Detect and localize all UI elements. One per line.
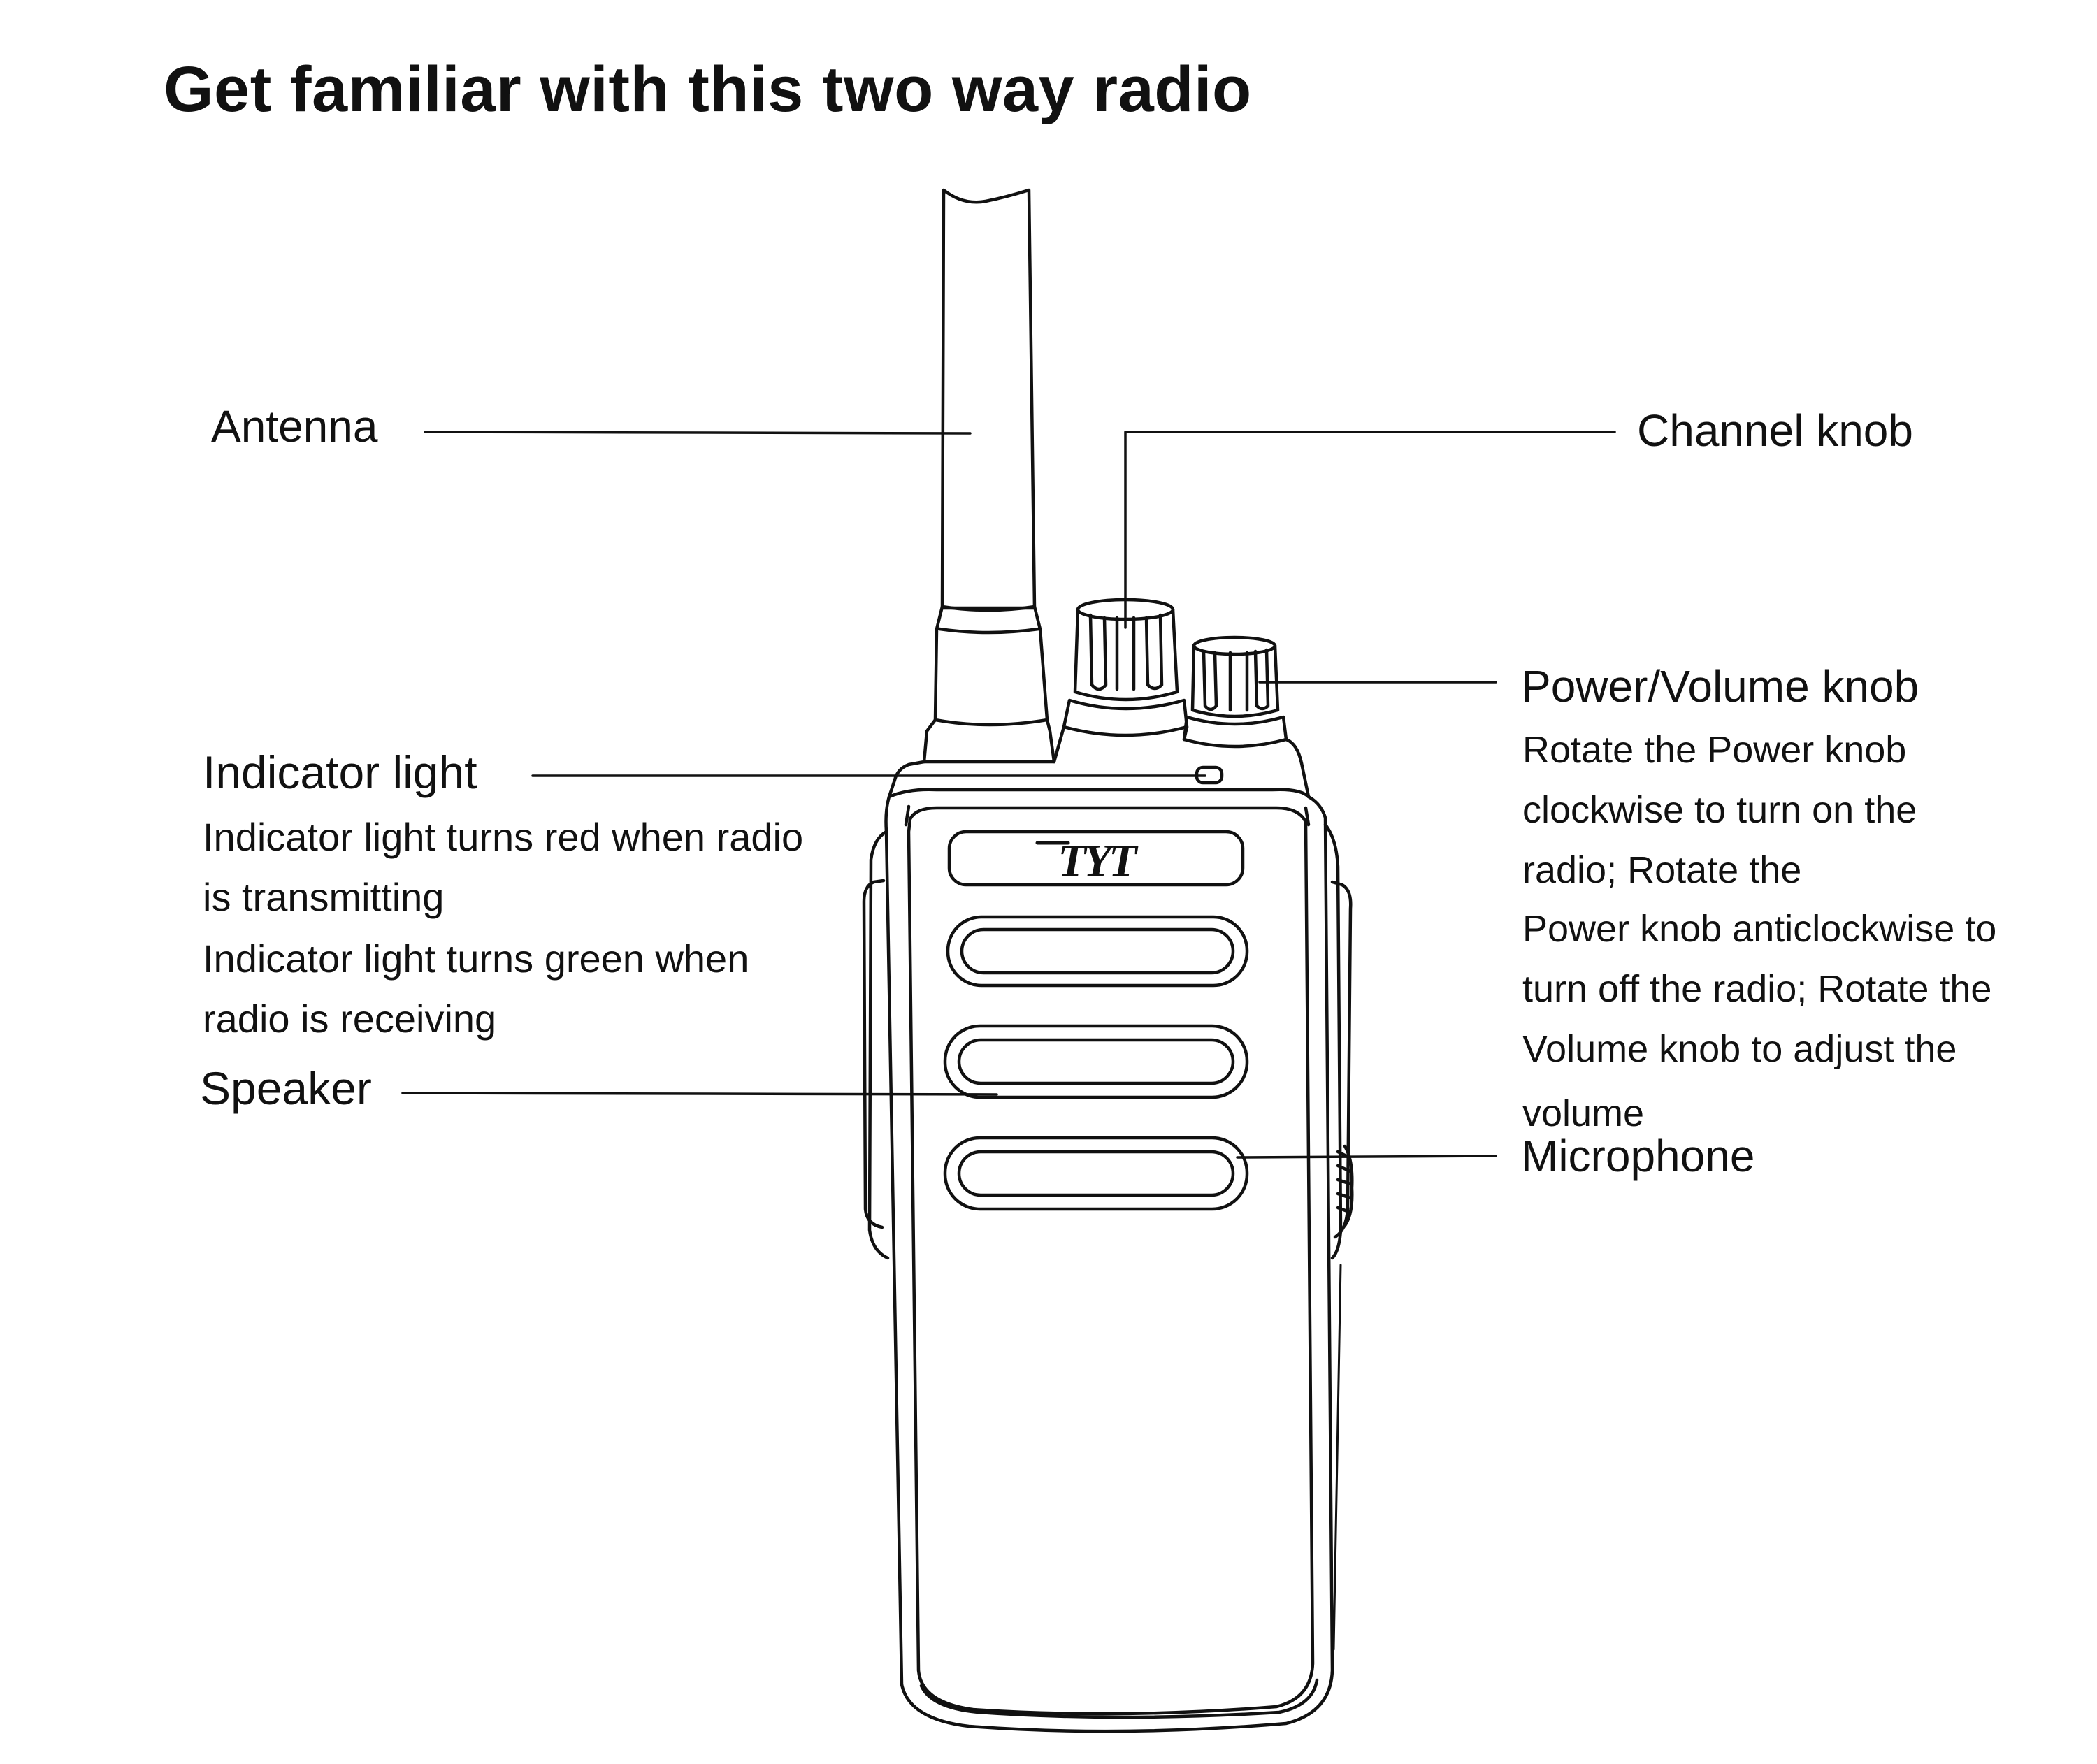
logo-plate: TYT [947,830,1245,887]
channel-knob-leader [1124,431,1616,629]
radio-top [887,725,1311,799]
antenna-base [922,718,1056,764]
indicator-light-desc-line: is transmitting [203,875,445,919]
power-volume-knob-label: Power/Volume knob [1521,661,1919,711]
power-volume-desc-line: clockwise to turn on the [1522,789,1917,831]
power-volume-desc-line: turn off the radio; Rotate the [1522,968,1992,1010]
antenna-label: Antenna [211,401,378,451]
antenna-leader [424,431,972,435]
speaker-leader [401,1092,998,1096]
power-volume-desc-line: radio; Rotate the [1522,849,1802,891]
power-volume-desc-line: Power knob anticlockwise to [1522,908,1997,950]
indicator-light-desc-line: radio is receiving [203,997,497,1041]
indicator-light-desc-line: Indicator light turns red when radio [203,815,804,859]
radio-body [862,788,1354,1733]
side-microphone [1336,1144,1354,1229]
power-volume-desc-line: Rotate the Power knob [1522,729,1907,771]
speaker-label: Speaker [200,1062,372,1114]
microphone-leader [1236,1155,1497,1159]
power-volume-knob [1182,635,1288,749]
indicator-light-label: Indicator light [203,746,477,798]
leader-lines [401,431,1616,1159]
power-volume-desc-line: Volume knob to adjust the [1522,1028,1957,1070]
indicator-light-desc-line: Indicator light turns green when [203,937,749,981]
brand-logo: TYT [1058,835,1139,886]
speaker-grille [943,915,1249,1211]
antenna-collar [933,605,1049,727]
power-volume-desc-line: volume [1522,1092,1645,1134]
channel-knob-label: Channel knob [1637,405,1913,456]
microphone-label: Microphone [1521,1131,1755,1181]
page-title: Get familiar with this two way radio [164,54,1252,125]
antenna [922,188,1056,764]
